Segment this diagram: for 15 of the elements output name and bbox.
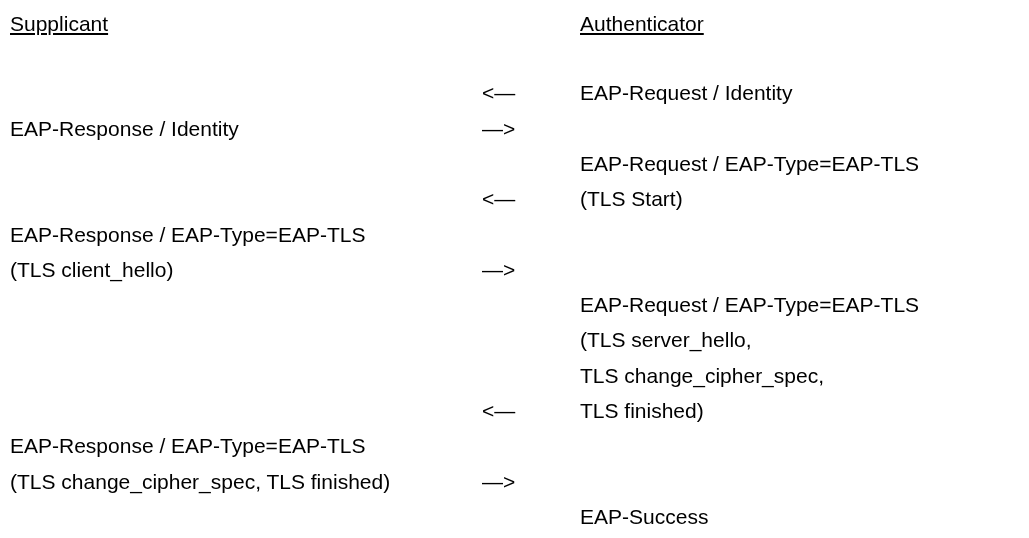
column-heading: Authenticator <box>580 11 704 38</box>
message-text: EAP-Request / EAP-Type=EAP-TLS (TLS server_hello, TLS change_cipher_spec, TLS finished) <box>580 292 920 425</box>
message-text: EAP-Response / EAP-Type=EAP-TLS (TLS client_hello) <box>10 221 366 284</box>
arrow-text: —> <box>482 468 516 495</box>
arrow-text: <— <box>482 186 516 213</box>
arrow-text: <— <box>482 398 516 425</box>
message-text: EAP-Response / EAP-Type=EAP-TLS (TLS change_cipher_spec, TLS finished) <box>10 433 391 496</box>
message-text: EAP-Request / Identity <box>580 80 793 107</box>
column-heading: Supplicant <box>10 11 109 38</box>
arrow-text: —> <box>482 115 516 142</box>
message-text: EAP-Success <box>580 503 709 530</box>
message-text: EAP-Response / Identity <box>10 115 239 142</box>
arrow-text: —> <box>482 256 516 283</box>
message-text: EAP-Request / EAP-Type=EAP-TLS (TLS Start) <box>580 150 920 213</box>
arrow-text: <— <box>482 80 516 107</box>
